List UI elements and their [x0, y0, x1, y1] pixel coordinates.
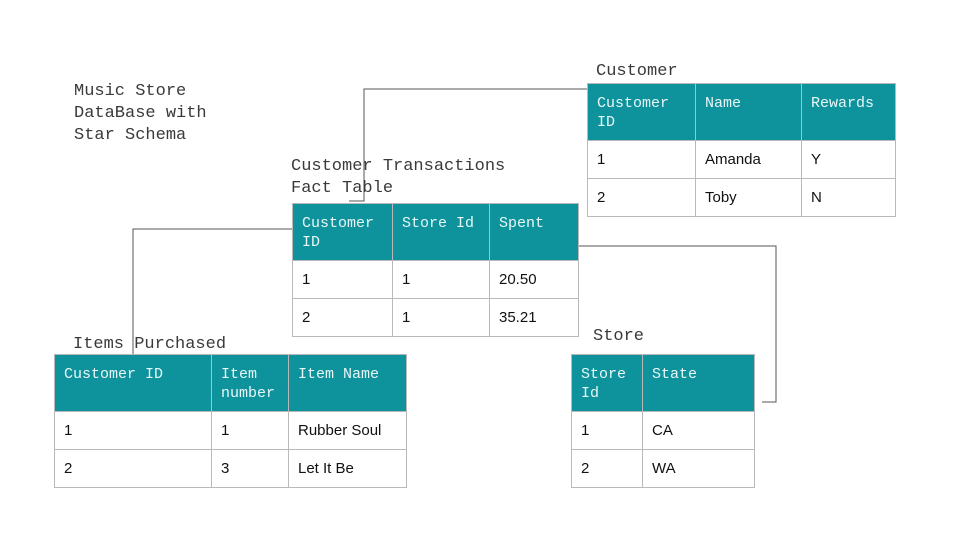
customer-table: Customer ID Name Rewards 1 Amanda Y 2 To…: [587, 83, 896, 217]
table-cell: Y: [801, 140, 896, 179]
table-header-row: Customer ID Store Id Spent: [292, 203, 579, 261]
connector-fact-to-customer: [349, 88, 588, 202]
table-row: 2 Toby N: [587, 178, 896, 217]
table-cell: 1: [54, 411, 212, 450]
table-cell: 3: [211, 449, 289, 488]
header-cell: Spent: [489, 203, 579, 261]
table-cell: 2: [292, 298, 393, 337]
table-cell: Let It Be: [288, 449, 407, 488]
header-cell: Store Id: [571, 354, 643, 412]
fact-table: Customer ID Store Id Spent 1 1 20.50 2 1…: [292, 203, 579, 337]
store-table-caption: Store: [593, 327, 645, 346]
table-row: 1 Amanda Y: [587, 140, 896, 179]
table-cell: Toby: [695, 178, 802, 217]
header-cell: Customer ID: [54, 354, 212, 412]
diagram-title: Music Store DataBase with Star Schema: [74, 82, 207, 145]
items-table-caption: Items Purchased: [73, 335, 227, 354]
table-cell: 1: [392, 298, 490, 337]
store-table: Store Id State 1 CA 2 WA: [571, 354, 755, 488]
table-cell: N: [801, 178, 896, 217]
table-cell: 1: [587, 140, 696, 179]
table-row: 1 1 20.50: [292, 260, 579, 299]
table-cell: 1: [211, 411, 289, 450]
connector-fact-to-store: [410, 245, 777, 403]
table-cell: Rubber Soul: [288, 411, 407, 450]
table-cell: 2: [54, 449, 212, 488]
header-cell: Rewards: [801, 83, 896, 141]
header-cell: Name: [695, 83, 802, 141]
header-cell: Customer ID: [292, 203, 393, 261]
table-row: 2 3 Let It Be: [54, 449, 407, 488]
table-header-row: Customer ID Name Rewards: [587, 83, 896, 141]
table-header-row: Customer ID Item number Item Name: [54, 354, 407, 412]
header-cell: Item number: [211, 354, 289, 412]
table-cell: 20.50: [489, 260, 579, 299]
fact-table-caption-line2: Fact Table: [291, 179, 394, 198]
header-cell: State: [642, 354, 755, 412]
table-cell: 2: [571, 449, 643, 488]
table-cell: 35.21: [489, 298, 579, 337]
table-cell: WA: [642, 449, 755, 488]
connector-fact-to-items: [132, 228, 304, 355]
customer-table-caption: Customer: [596, 62, 678, 81]
table-cell: 1: [571, 411, 643, 450]
table-cell: Amanda: [695, 140, 802, 179]
table-cell: 1: [392, 260, 490, 299]
table-header-row: Store Id State: [571, 354, 755, 412]
table-row: 2 1 35.21: [292, 298, 579, 337]
header-cell: Store Id: [392, 203, 490, 261]
items-purchased-table: Customer ID Item number Item Name 1 1 Ru…: [54, 354, 407, 488]
fact-table-caption-line1: Customer Transactions: [291, 157, 506, 176]
table-row: 1 CA: [571, 411, 755, 450]
table-row: 1 1 Rubber Soul: [54, 411, 407, 450]
header-cell: Item Name: [288, 354, 407, 412]
table-cell: 1: [292, 260, 393, 299]
table-row: 2 WA: [571, 449, 755, 488]
table-cell: 2: [587, 178, 696, 217]
header-cell: Customer ID: [587, 83, 696, 141]
table-cell: CA: [642, 411, 755, 450]
